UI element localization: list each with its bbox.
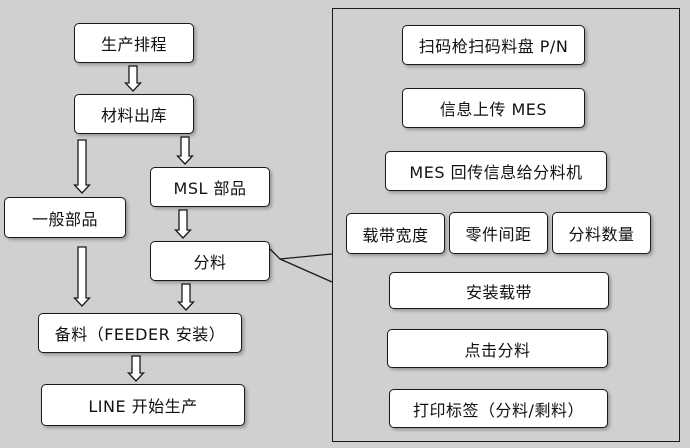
step-label: 载带宽度 xyxy=(362,225,429,245)
step-label: LINE 开始生产 xyxy=(88,397,198,416)
arrow-msl-to-split xyxy=(173,209,193,239)
step-label: 扫码枪扫码料盘 P/N xyxy=(418,37,569,56)
step-material-outbound: 材料出库 xyxy=(74,94,194,134)
step-label: 一般部品 xyxy=(31,209,98,229)
step-label: 安装载带 xyxy=(465,282,532,302)
step-general-parts: 一般部品 xyxy=(4,197,126,238)
step-label: 材料出库 xyxy=(100,106,167,125)
step-label: 点击分料 xyxy=(464,340,531,360)
arrow-outbound-to-msl xyxy=(175,136,195,165)
step-production-schedule: 生产排程 xyxy=(74,23,194,63)
step-label: 生产排程 xyxy=(100,35,167,54)
step-part-pitch: 零件间距 xyxy=(449,212,548,254)
step-scan-reel-pn: 扫码枪扫码料盘 P/N xyxy=(402,25,585,65)
step-label: 信息上传 MES xyxy=(439,100,548,119)
step-label: 分料数量 xyxy=(568,225,635,244)
callout-bracket-top xyxy=(269,248,333,260)
step-tape-width: 载带宽度 xyxy=(346,213,445,254)
callout-bracket-bottom xyxy=(279,258,333,283)
step-click-split: 点击分料 xyxy=(387,329,608,368)
step-label: 零件间距 xyxy=(465,225,532,244)
step-label: 分料 xyxy=(193,253,227,272)
step-line-start: LINE 开始生产 xyxy=(41,384,245,426)
step-split-material: 分料 xyxy=(150,241,270,281)
step-upload-mes: 信息上传 MES xyxy=(402,88,585,128)
arrow-schedule-to-outbound xyxy=(123,65,143,92)
step-split-quantity: 分料数量 xyxy=(552,212,651,254)
step-label: 打印标签（分料/剩料） xyxy=(413,400,584,420)
step-label: MES 回传信息给分料机 xyxy=(409,163,583,182)
step-prepare-feeder: 备料（FEEDER 安装） xyxy=(38,313,242,353)
step-label: 备料（FEEDER 安装） xyxy=(54,325,226,344)
arrow-general-to-feeder xyxy=(72,246,92,307)
arrow-outbound-to-general xyxy=(72,139,92,194)
arrow-feeder-to-line xyxy=(126,355,146,382)
arrow-split-to-feeder xyxy=(176,283,196,311)
step-mes-return: MES 回传信息给分料机 xyxy=(385,151,607,191)
step-msl-parts: MSL 部品 xyxy=(150,167,270,207)
step-install-tape: 安装载带 xyxy=(389,272,609,309)
step-print-label: 打印标签（分料/剩料） xyxy=(389,389,608,428)
step-label: MSL 部品 xyxy=(173,179,247,198)
